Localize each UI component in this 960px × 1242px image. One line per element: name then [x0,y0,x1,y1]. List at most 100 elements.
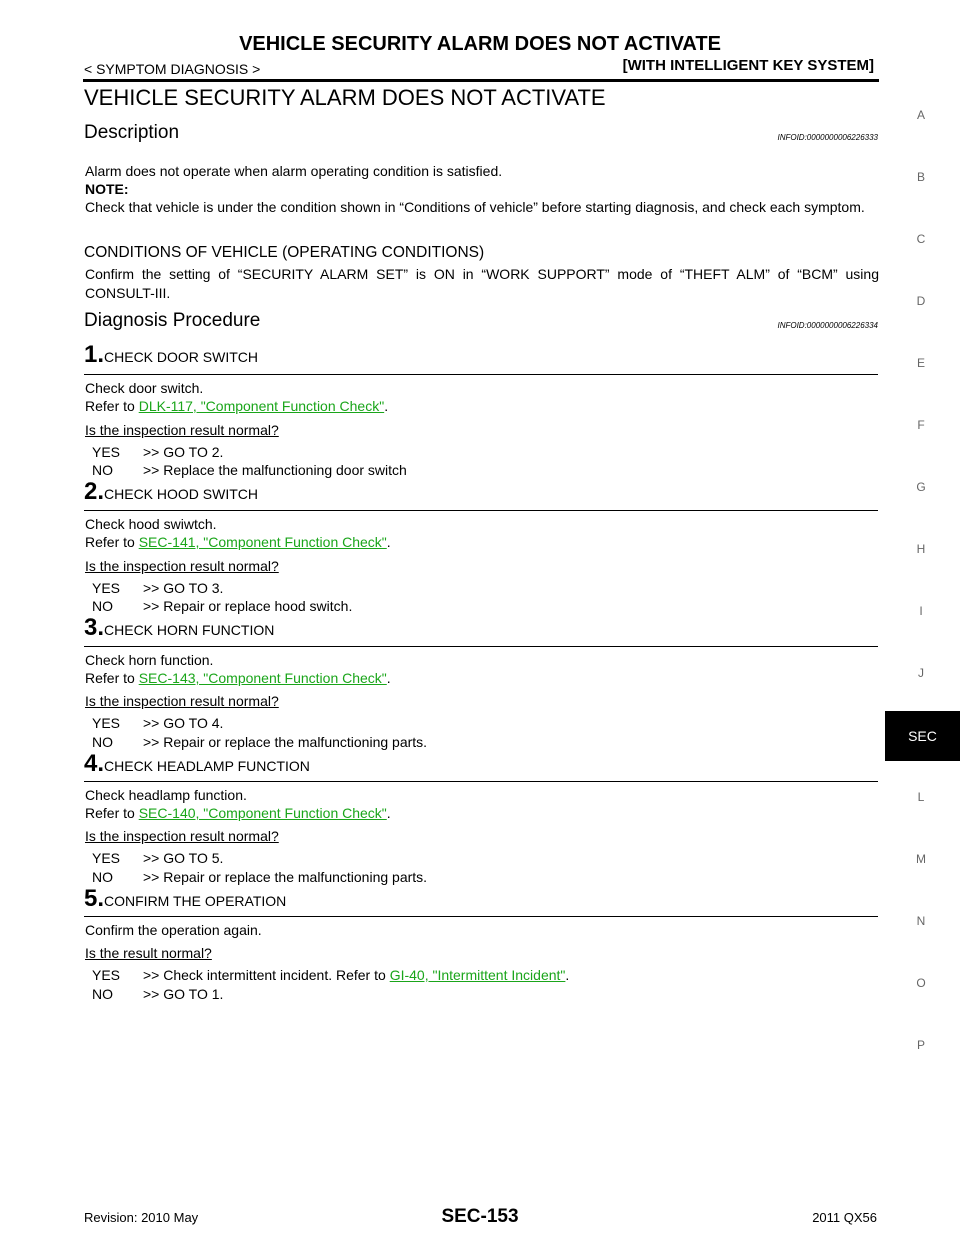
step-2-yes: YES>> GO TO 3. [92,579,223,597]
no-label: NO [92,598,113,614]
yes-label: YES [92,580,121,596]
step-1-no: NO >> Replace the malfunctioning door swi… [92,461,407,479]
section-tab-c[interactable]: C [916,232,926,246]
yes-label: YES [92,715,121,731]
step-2-rule [84,510,878,511]
no-action: >> Repair or replace the malfunctioning … [143,734,428,750]
reference-period: . [386,805,391,821]
step-5-question: Is the result normal? [85,945,212,961]
step-3-question: Is the inspection result normal? [85,693,279,709]
step-4-yes: YES>> GO TO 5. [92,849,223,867]
step-number: 5. [84,885,105,912]
reference-period: . [565,967,570,983]
step-5-heading: 5.CONFIRM THE OPERATION [84,884,286,914]
reference-link[interactable]: DLK-117, "Component Function Check" [138,398,385,414]
refer-label: Refer to [85,534,139,550]
yes-label: YES [92,967,121,983]
yes-action: >> GO TO 4. [143,715,224,731]
section-tab-m[interactable]: M [916,852,926,866]
no-action: >> Repair or replace hood switch. [143,598,353,614]
step-5-rule [84,916,878,917]
section-tab-h[interactable]: H [916,542,926,556]
yes-action: >> GO TO 2. [143,444,224,460]
reference-period: . [384,398,389,414]
step-title: CHECK DOOR SWITCH [104,349,259,365]
section-tab-f[interactable]: F [917,418,925,432]
note-label: NOTE: [85,181,129,197]
no-label: NO [92,986,113,1002]
yes-action: >> GO TO 5. [143,850,224,866]
page-title: VEHICLE SECURITY ALARM DOES NOT ACTIVATE [84,85,606,110]
step-title: CHECK HORN FUNCTION [104,622,275,638]
step-title: CHECK HEADLAMP FUNCTION [104,758,310,774]
step-number: 2. [84,478,105,505]
step-3-yes: YES >> GO TO 4. [92,714,223,732]
reference-link[interactable]: SEC-141, "Component Function Check" [138,534,387,550]
step-4-heading: 4.CHECK HEADLAMP FUNCTION [84,749,310,779]
step-3-heading: 3.CHECK HORN FUNCTION [84,613,274,643]
step-2-reference: Refer to SEC-141, "Component Function Ch… [85,533,391,551]
step-1-heading: 1.CHECK DOOR SWITCH [84,340,258,370]
step-1-rule [84,374,878,375]
step-number: 3. [84,614,105,641]
note-text: Check that vehicle is under the conditio… [85,199,865,215]
step-2-question: Is the inspection result normal? [85,558,279,574]
step-1-instruction: Check door switch. [85,380,204,396]
yes-action: >> Check intermittent incident. Refer to [143,967,390,983]
section-tab-n[interactable]: N [916,914,926,928]
step-2-instruction: Check hood swiwtch. [85,516,217,532]
no-action: >> Replace the malfunctioning door switc… [143,462,407,478]
footer-page-number: SEC-153 [441,1206,519,1227]
no-label: NO [92,734,113,750]
section-tab-l[interactable]: L [917,790,925,804]
reference-link[interactable]: SEC-143, "Component Function Check" [138,670,387,686]
step-4-reference: Refer to SEC-140, "Component Function Ch… [85,804,391,822]
step-3-no: NO >> Repair or replace the malfunctionin… [92,733,427,751]
reference-period: . [386,670,391,686]
section-tab-d[interactable]: D [916,294,926,308]
refer-label: Refer to [85,805,139,821]
section-tab-e[interactable]: E [916,356,925,370]
reference-period: . [386,534,391,550]
step-3-instruction: Check horn function. [85,652,214,668]
step-number: 1. [84,341,105,368]
section-tab-i[interactable]: I [919,604,923,618]
header-title: VEHICLE SECURITY ALARM DOES NOT ACTIVATE [239,33,721,55]
section-tab-sec-active[interactable]: SEC [885,711,960,761]
refer-label: Refer to [85,670,139,686]
step-title: CHECK HOOD SWITCH [104,486,259,502]
intermittent-incident-link[interactable]: GI-40, "Intermittent Incident" [389,967,566,983]
step-5-yes: YES >> Check intermittent incident. Refer… [92,966,569,984]
description-text: Alarm does not operate when alarm operat… [85,163,503,179]
step-1-question: Is the inspection result normal? [85,422,279,438]
step-3-reference: Refer to SEC-143, "Component Function Ch… [85,669,391,687]
no-action: >> Repair or replace the malfunctioning … [143,869,428,885]
section-tab-g[interactable]: G [916,480,926,494]
breadcrumb: < SYMPTOM DIAGNOSIS > [84,61,261,77]
conditions-heading: CONDITIONS OF VEHICLE (OPERATING CONDITI… [84,244,485,261]
step-4-instruction: Check headlamp function. [85,787,247,803]
step-title: CONFIRM THE OPERATION [104,893,287,909]
section-tab-a[interactable]: A [916,108,925,122]
footer-revision: Revision: 2010 May [84,1210,199,1225]
step-1-reference: Refer to DLK-117, "Component Function Ch… [85,397,388,415]
step-4-no: NO>> Repair or replace the malfunctionin… [92,868,427,886]
step-5-no: NO>> GO TO 1. [92,985,223,1003]
step-4-question: Is the inspection result normal? [85,828,279,844]
section-tab-o[interactable]: O [916,976,926,990]
step-1-yes: YES>> GO TO 2. [92,443,223,461]
header-rule [83,79,879,82]
step-5-instruction: Confirm the operation again. [85,922,262,938]
footer-model: 2011 QX56 [812,1210,877,1225]
step-4-rule [84,781,878,782]
no-label: NO [92,462,113,478]
section-tab-b[interactable]: B [916,170,925,184]
section-tab-j[interactable]: J [918,666,924,680]
refer-label: Refer to [85,398,139,414]
section-tab-p[interactable]: P [916,1038,925,1052]
description-heading: Description [84,122,180,143]
step-2-heading: 2.CHECK HOOD SWITCH [84,477,258,507]
step-number: 4. [84,750,105,777]
reference-link[interactable]: SEC-140, "Component Function Check" [138,805,387,821]
step-2-no: NO >> Repair or replace hood switch. [92,597,352,615]
